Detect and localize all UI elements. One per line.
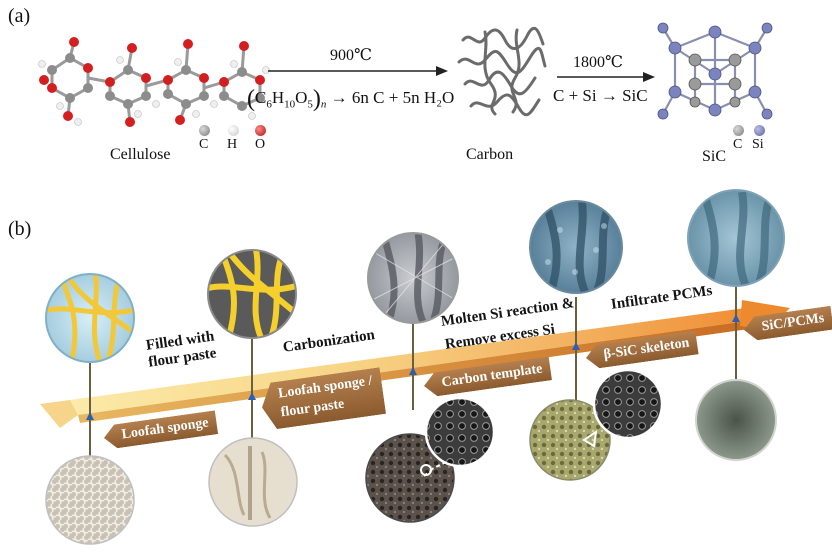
legend-silicon-dot bbox=[754, 125, 765, 136]
cellulose-molecule bbox=[38, 37, 270, 127]
panel-b-label: (b) bbox=[8, 218, 32, 240]
legend-sic-c-label: C bbox=[733, 137, 743, 152]
rxn-rhs: → 6n C + 5n H₂O bbox=[330, 88, 455, 107]
step2-reaction: C + Si → SiC bbox=[553, 86, 648, 105]
carbon-label: Carbon bbox=[466, 146, 514, 163]
legend-hydrogen-dot bbox=[228, 125, 239, 136]
cellulose-label: Cellulose bbox=[110, 146, 171, 163]
step1-reaction: ((CC6H10O5)n → 6n C + 5n H₂O bbox=[247, 86, 455, 112]
panel-a-label: (a) bbox=[8, 5, 31, 27]
legend-h-label: H bbox=[227, 137, 238, 152]
rxn-n: n bbox=[320, 98, 327, 111]
arrow-right-icon bbox=[557, 72, 655, 82]
rxn-h-sub: 10 bbox=[284, 98, 296, 111]
arrow-right-icon bbox=[268, 66, 448, 76]
sic-crystal bbox=[657, 22, 773, 120]
rxn-c-sub: 6 bbox=[266, 98, 272, 111]
step1-temperature: 900℃ bbox=[330, 47, 372, 64]
legend-o-label: O bbox=[255, 137, 266, 152]
rxn-o-sub: 5 bbox=[307, 98, 313, 111]
legend-oxygen-dot bbox=[255, 125, 266, 136]
legend-c-label: C bbox=[199, 137, 209, 152]
sic-label: SiC bbox=[702, 148, 727, 165]
carbon-structure bbox=[457, 26, 547, 117]
step2-temperature: 1800℃ bbox=[573, 54, 623, 71]
rxn-h: H bbox=[271, 88, 285, 107]
legend-sic-si-label: Si bbox=[752, 137, 764, 152]
legend-sic-carbon-dot bbox=[733, 125, 744, 136]
legend-carbon-dot bbox=[199, 125, 210, 136]
rxn-o: O bbox=[295, 88, 308, 107]
